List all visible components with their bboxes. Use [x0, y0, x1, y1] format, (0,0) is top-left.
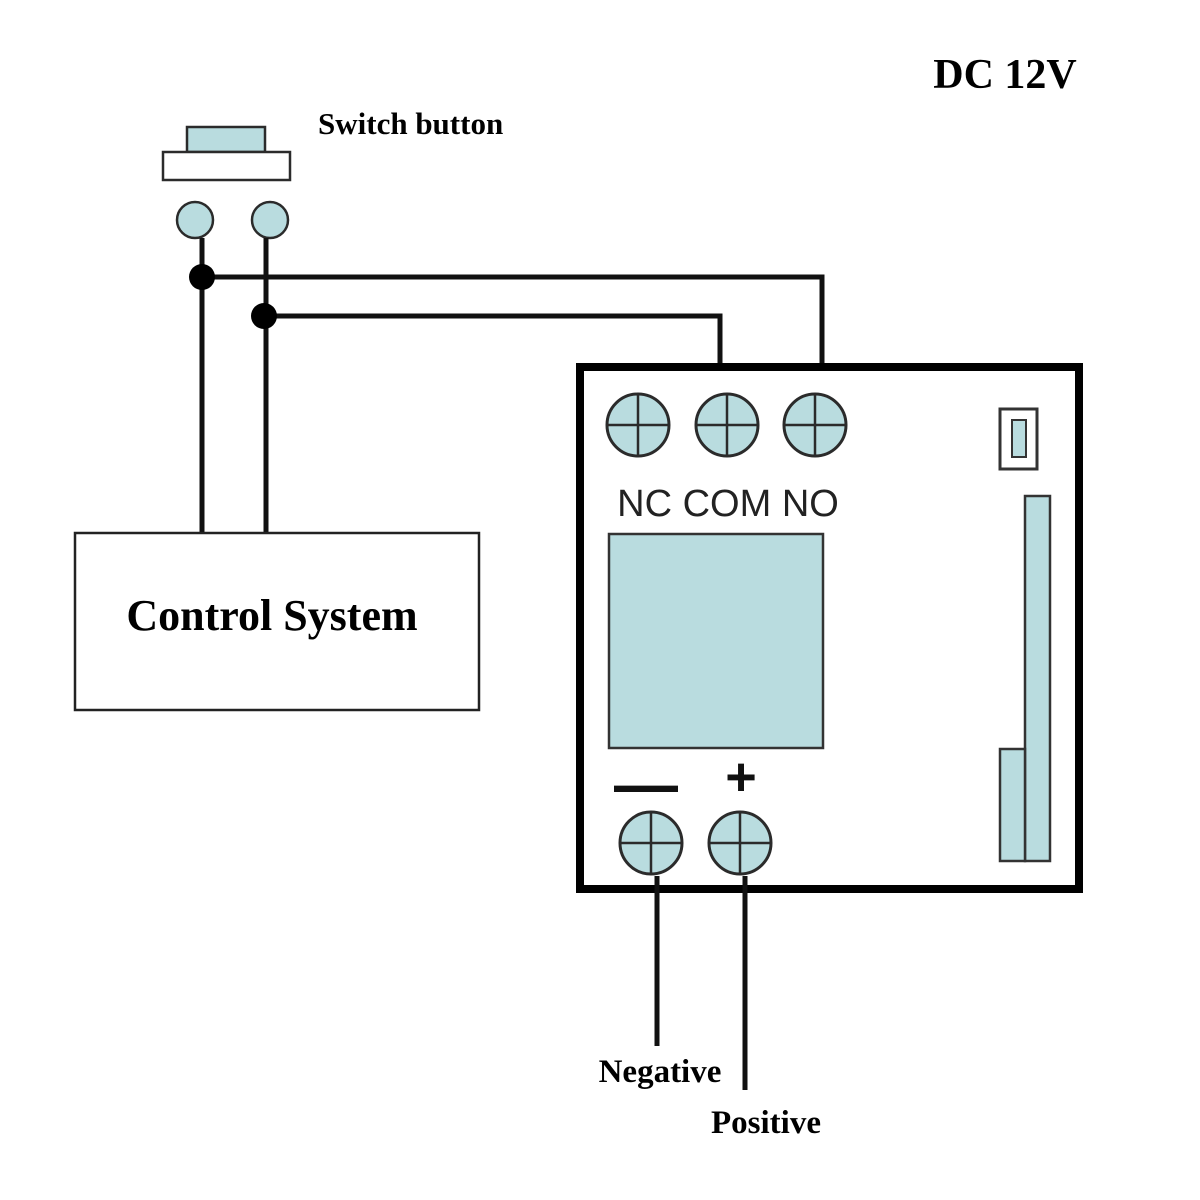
control-system-box: [73, 531, 481, 712]
junction-dot-top: [189, 264, 215, 290]
terminal-no[interactable]: [782, 392, 848, 458]
side-strip-tall: [1023, 494, 1052, 863]
switch-pin-left: [175, 200, 215, 240]
terminal-negative[interactable]: [618, 810, 684, 876]
switch-button-label: Switch button: [318, 106, 503, 141]
positive-label: Positive: [711, 1105, 821, 1141]
mode-switch-slider: [1011, 419, 1027, 458]
plus-symbol: +: [725, 747, 757, 807]
terminal-nc[interactable]: [605, 392, 671, 458]
terminal-com[interactable]: [694, 392, 760, 458]
switch-cap: [185, 125, 267, 154]
wire-to-no: [202, 274, 825, 400]
switch-button[interactable]: [161, 125, 292, 240]
terminal-positive[interactable]: [707, 810, 773, 876]
voltage-title: DC 12V: [933, 52, 1077, 98]
switch-pin-right: [250, 200, 290, 240]
switch-base: [161, 150, 292, 182]
terminal-labels: NC COM NO: [617, 483, 839, 525]
side-strip-short: [998, 747, 1027, 863]
relay-coil-block: [607, 532, 825, 750]
minus-symbol: —: [614, 748, 678, 820]
control-system-label: Control System: [126, 591, 417, 640]
negative-label: Negative: [599, 1054, 722, 1090]
junction-dot-bottom: [251, 303, 277, 329]
